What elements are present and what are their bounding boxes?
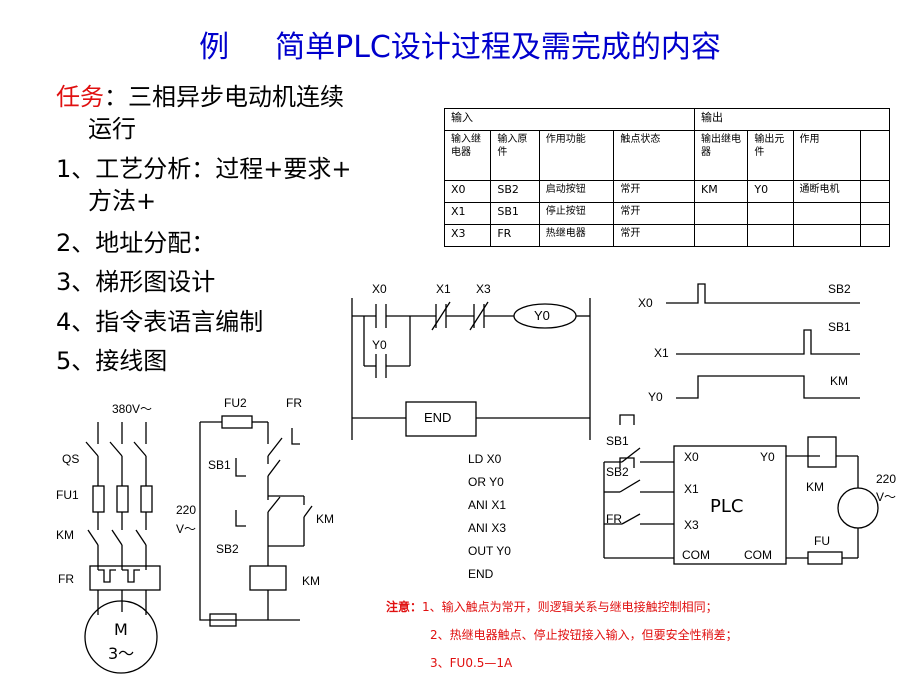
col-input-element: 输入原件 xyxy=(490,130,540,181)
step-4: 4、指令表语言编制 xyxy=(56,308,264,336)
ladder-x3-label: X3 xyxy=(476,282,491,296)
table-row: X0 SB2 启动按钮 常开 KM Y0 通断电机 xyxy=(443,180,890,203)
ladder-y0-coil-label: Y0 xyxy=(534,308,550,323)
wire-220-label: 220 xyxy=(876,472,897,486)
instruction-line: END xyxy=(468,567,494,581)
task-label: 任务 xyxy=(56,83,104,111)
note-label: 注意： xyxy=(386,600,423,614)
step-3: 3、梯形图设计 xyxy=(56,268,216,296)
wire-x1-label: X1 xyxy=(684,482,699,496)
timing-sb1-label: SB1 xyxy=(828,320,851,334)
cell xyxy=(747,224,794,247)
task-line: 任务：三相异步电动机连续 xyxy=(56,82,344,112)
cell xyxy=(792,224,862,247)
motor-m-label: M xyxy=(114,620,128,639)
timing-x0-label: X0 xyxy=(638,296,653,310)
title-prefix: 例 xyxy=(199,30,230,65)
cell: Y0 xyxy=(747,180,794,203)
note-2: 2、热继电器触点、停止按钮接入输入，但要安全性稍差； xyxy=(430,628,738,642)
wire-com2-label: COM xyxy=(744,548,772,562)
table-header-row: 输入 输出 xyxy=(444,108,890,131)
cell xyxy=(860,224,890,247)
task-text-2: 运行 xyxy=(88,115,136,143)
ctrl-220-label: 220 xyxy=(176,503,197,517)
step-5: 5、接线图 xyxy=(56,347,168,375)
ladder-x1-label: X1 xyxy=(436,282,451,296)
wire-km-label: KM xyxy=(806,480,824,494)
wire-fu-label: FU xyxy=(814,534,830,548)
col-output-relay: 输出继电器 xyxy=(693,130,749,181)
motor-phase-label: 3～ xyxy=(108,644,135,663)
task-colon: ： xyxy=(104,83,128,111)
main-fu1-label: FU1 xyxy=(56,488,79,502)
instruction-list: LD X0 OR Y0 ANI X1 ANI X3 OUT Y0 END xyxy=(468,448,511,586)
ladder-end-label: END xyxy=(424,410,452,425)
cell: SB2 xyxy=(490,180,540,203)
table-column-row: 输入继电器 输入原件 作用功能 触点状态 输出继电器 输出元件 作用 xyxy=(443,130,890,181)
main-fr-label: FR xyxy=(58,572,74,586)
instruction-line: ANI X1 xyxy=(468,498,507,512)
timing-y0-label: Y0 xyxy=(648,390,663,404)
title-main: 简单PLC设计过程及需完成的内容 xyxy=(275,30,721,65)
table-row: X3 FR 热继电器 常开 xyxy=(443,224,890,247)
instruction-line: ANI X3 xyxy=(468,521,507,535)
instruction-line: OUT Y0 xyxy=(468,544,511,558)
motor-symbol xyxy=(84,600,158,674)
cell: SB1 xyxy=(490,202,540,225)
wire-x3-label: X3 xyxy=(684,518,699,532)
note-1: 注意：1、输入触点为常开，则逻辑关系与继电接触控制相同； xyxy=(386,598,718,615)
col-output-element: 输出元件 xyxy=(747,130,794,181)
col-contact-state: 触点状态 xyxy=(613,130,695,181)
ladder-y0-contact-label: Y0 xyxy=(372,338,387,352)
instruction-line: LD X0 xyxy=(468,452,502,466)
timing-sb2-label: SB2 xyxy=(828,282,851,296)
note-3: 3、FU0.5—1A xyxy=(430,656,513,670)
wiring-diagram xyxy=(603,414,879,565)
cell: FR xyxy=(490,224,540,247)
plc-box xyxy=(673,445,787,565)
main-circuit xyxy=(84,422,161,674)
instruction-line: OR Y0 xyxy=(468,475,504,489)
note-1-text: 1、输入触点为常开，则逻辑关系与继电接触控制相同； xyxy=(422,600,718,614)
ctrl-fr-label: FR xyxy=(286,396,302,410)
ctrl-v-label: V～ xyxy=(176,522,197,536)
output-header: 输出 xyxy=(694,108,890,131)
end-box xyxy=(405,401,477,437)
io-table: 输入 输出 输入继电器 输入原件 作用功能 触点状态 输出继电器 输出元件 作用… xyxy=(443,108,890,247)
ctrl-sb1-label: SB1 xyxy=(208,458,231,472)
step-1: 1、工艺分析：过程+要求+ xyxy=(56,155,352,183)
ctrl-km-coil-label: KM xyxy=(302,574,320,588)
slide-title: 例 简单PLC设计过程及需完成的内容 xyxy=(0,22,920,66)
timing-x1-label: X1 xyxy=(654,346,669,360)
wire-com1-label: COM xyxy=(682,548,710,562)
control-circuit xyxy=(199,415,313,627)
table-row: X1 SB1 停止按钮 常开 xyxy=(443,202,890,225)
step-1-cont: 方法+ xyxy=(88,187,157,215)
ladder-diagram xyxy=(351,298,591,440)
plc-label: PLC xyxy=(710,496,744,517)
col-action: 作用 xyxy=(792,130,862,181)
cell: X3 xyxy=(443,224,492,247)
wire-y0-label: Y0 xyxy=(760,450,775,464)
ctrl-sb2-label: SB2 xyxy=(216,542,239,556)
step-2: 2、地址分配： xyxy=(56,229,216,257)
wire-fr-label: FR xyxy=(606,512,622,526)
timing-diagram xyxy=(666,283,860,399)
ctrl-km-contact-label: KM xyxy=(316,512,334,526)
cell xyxy=(693,224,749,247)
ctrl-fu2-label: FU2 xyxy=(224,396,247,410)
main-qs-label: QS xyxy=(62,452,80,466)
wire-sb1-label: SB1 xyxy=(606,434,629,448)
timing-km-label: KM xyxy=(830,374,848,388)
main-voltage-label: 380V～ xyxy=(112,402,153,416)
ladder-x0-label: X0 xyxy=(372,282,387,296)
task-text-1: 三相异步电动机连续 xyxy=(128,83,344,111)
wire-v-label: V～ xyxy=(876,490,897,504)
wire-x0-label: X0 xyxy=(684,450,699,464)
wire-sb2-label: SB2 xyxy=(606,465,629,479)
main-km-label: KM xyxy=(56,528,74,542)
col-empty xyxy=(860,130,890,181)
